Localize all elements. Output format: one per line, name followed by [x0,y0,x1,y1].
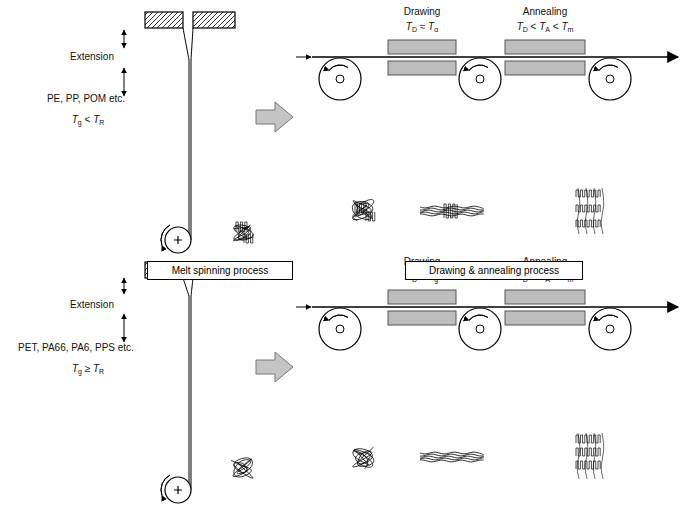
fibre [312,56,678,57]
spinneret-block [193,12,235,28]
stretched-chain [420,460,484,462]
extension-arrow [124,314,125,342]
annotation-label: Tg < TR [72,114,105,129]
heater-block [505,290,585,304]
fibre [312,306,678,307]
heater-block [388,61,456,75]
tie-chain [601,433,603,479]
stretched-chain [420,212,484,214]
melt-funnel [191,28,193,60]
lamella [576,435,600,443]
filament [189,296,190,490]
heater-block [505,311,585,325]
tie-chain [601,188,603,234]
heater-block [505,40,585,54]
annotation-label: Extension [70,51,114,63]
process-box: Drawing & annealing process [405,261,583,280]
roller-axle [606,75,614,83]
heater-block [388,311,456,325]
rotation-arrow [161,225,170,245]
tie-chain [577,188,579,234]
rotation-arrow [599,65,618,70]
lamella [236,222,247,232]
tie-chain [585,433,587,479]
roller-axle [336,325,344,333]
amorphous-panel [124,262,678,503]
annotation-label: Extension [70,299,114,311]
filament [189,60,190,240]
melt-funnel [183,28,189,60]
tie-chain [585,188,587,234]
filament [191,60,192,240]
annotation-label: PET, PA66, PA6, PPS etc. [18,342,134,354]
crystalline-panel [124,12,678,253]
melt-funnel [183,278,189,296]
lamella [576,220,600,227]
tie-chain [593,433,595,479]
filament [191,296,192,490]
rotation-arrow [161,475,170,495]
heater-block [388,290,456,304]
roller [459,308,501,350]
annotation-label: Drawing [404,6,441,18]
lamella [576,190,600,197]
roller-axle [476,325,484,333]
rotation-arrow [469,315,488,320]
lamella [444,204,457,218]
tie-chain [577,433,579,479]
roller [589,58,631,100]
roller [319,58,361,100]
annotation-label: PE, PP, POM etc. [47,93,125,105]
lamella [576,461,600,469]
tie-chain [593,188,595,234]
heater-block [505,61,585,75]
process-name: Drawing & annealing process [412,264,576,277]
rotation-arrow [469,65,488,70]
roller-axle [606,325,614,333]
feed-arrow [296,307,311,308]
spinneret-block [145,12,183,28]
roller-axle [476,75,484,83]
stretched-chain [420,214,484,216]
stretched-chain [420,210,484,212]
heater-block [388,40,456,54]
lamella [355,203,366,213]
annotation-label: Annealing [523,6,567,18]
transfer-arrow [256,352,293,382]
roller-axle [336,75,344,83]
lamella [244,234,253,243]
rotation-arrow [329,65,348,70]
polymer-chain [231,458,253,478]
stretched-chain [420,458,484,460]
roller [589,308,631,350]
roll-center [174,486,182,494]
take-up-roll [165,227,191,253]
transfer-arrow [256,102,293,132]
lamella [366,212,375,221]
extension-arrow [124,30,125,48]
rotation-arrow [599,315,618,320]
process-name: Melt spinning process [154,264,286,277]
melt-funnel [191,278,193,296]
stretched-chain [420,456,484,458]
rotation-arrow [329,315,348,320]
take-up-roll [165,477,191,503]
process-box: Melt spinning process [147,261,293,280]
annotation-label: TD < TA < Tm [517,21,574,36]
extension-arrow [124,68,125,96]
roll-center [174,236,182,244]
annotation-label: Tg ≥ TR [72,363,104,378]
roller [319,308,361,350]
extension-arrow [124,278,125,294]
roller [459,58,501,100]
feed-arrow [296,57,311,58]
annotation-label: TD ≈ Tα [406,21,438,36]
polymer-chain [353,447,374,469]
